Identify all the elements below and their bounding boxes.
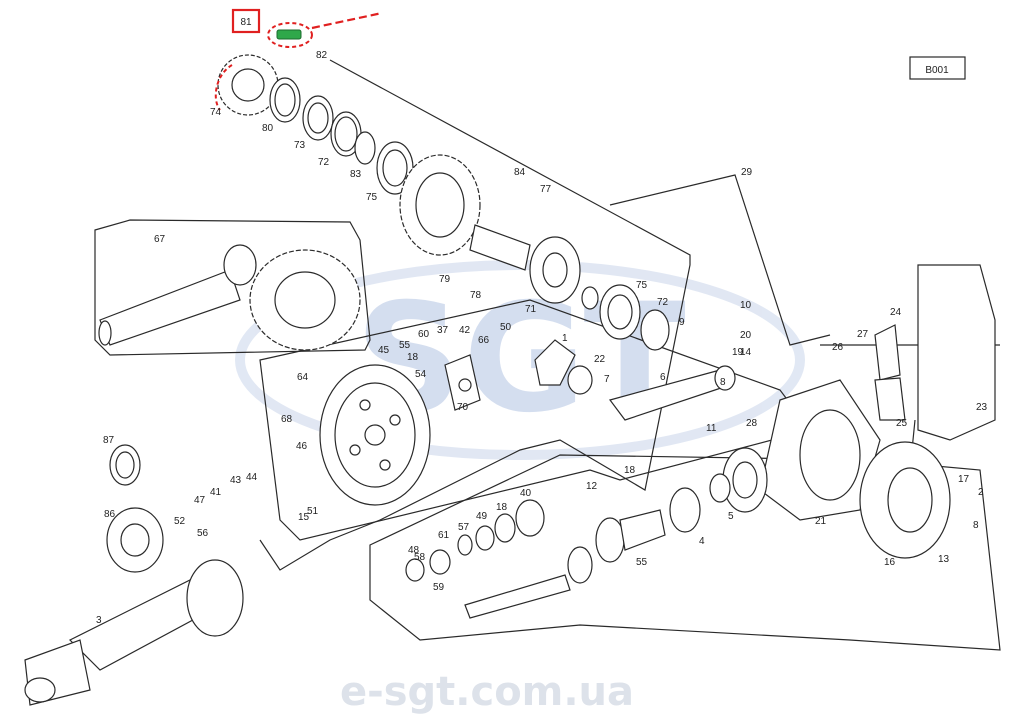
part-number-label: 37 <box>437 325 449 336</box>
diagram-code: B001 <box>925 65 949 76</box>
part-number-label: 78 <box>470 290 482 301</box>
top-gear-stack <box>217 54 670 351</box>
part-number-label: 21 <box>815 516 827 527</box>
part-number-label: 82 <box>316 50 328 61</box>
part-number-label: 57 <box>458 522 470 533</box>
part-number-label: 17 <box>958 474 970 485</box>
part-number-label: 55 <box>636 557 648 568</box>
part-number-label: 83 <box>350 169 362 180</box>
plate-23 <box>917 264 996 441</box>
brackets-24-25 <box>874 324 906 421</box>
part-number-label: 16 <box>884 557 896 568</box>
part-number-label: 1 <box>562 333 568 344</box>
part-number-label: 75 <box>636 280 648 291</box>
part-number-label: 19 <box>732 347 744 358</box>
part-number-label: 48 <box>408 545 420 556</box>
part-number-label: 22 <box>594 354 606 365</box>
part-number-label: 56 <box>197 528 209 539</box>
watermark-url: e-sgt.com.ua <box>340 669 634 715</box>
part-number-label: 60 <box>418 329 430 340</box>
part-number-label: 52 <box>174 516 186 527</box>
part-number-label: 6 <box>660 372 666 383</box>
part-number-label: 13 <box>938 554 950 565</box>
part-number-label: 87 <box>103 435 115 446</box>
part-labels: 8274807372837584772967797871757291020191… <box>0 0 988 626</box>
hub-86 <box>106 444 164 573</box>
part-number-label: 8 <box>720 377 726 388</box>
part-number-label: 10 <box>740 300 752 311</box>
pto-shaft-85 <box>24 559 244 706</box>
part-number-label: 66 <box>478 335 490 346</box>
part-number-label: 55 <box>399 340 411 351</box>
highlight-label-box <box>231 8 261 34</box>
part-number-label: 74 <box>210 107 222 118</box>
part-number-label: 58 <box>414 552 426 563</box>
part-number-label: 61 <box>438 530 450 541</box>
part-number-label: 12 <box>586 481 598 492</box>
part-number-label: 71 <box>525 304 537 315</box>
part-number-label: 49 <box>476 511 488 522</box>
part-number-label: 3 <box>96 615 102 626</box>
part-number-label: 40 <box>520 488 532 499</box>
part-number-label: 23 <box>976 402 988 413</box>
part-number-label: 26 <box>832 342 844 353</box>
part-number-label: 73 <box>294 140 306 151</box>
part-number-label: 5 <box>728 511 734 522</box>
part-number-label: 64 <box>297 372 309 383</box>
part-number-label: 68 <box>281 414 293 425</box>
crown-pinion-67 <box>98 244 361 351</box>
part-number-label: 18 <box>624 465 636 476</box>
part-number-label: 25 <box>896 418 908 429</box>
part-number-label: 45 <box>378 345 390 356</box>
part-number-label: 24 <box>890 307 902 318</box>
part-number-label: 86 <box>104 509 116 520</box>
part-number-label: 7 <box>604 374 610 385</box>
part-number-label: 51 <box>307 506 319 517</box>
part-number-label: 28 <box>746 418 758 429</box>
part-number-label: 15 <box>298 512 310 523</box>
part-number-label: 72 <box>318 157 330 168</box>
part-number-label: 20 <box>740 330 752 341</box>
part-number-label: 47 <box>194 495 206 506</box>
part-number-label: 41 <box>210 487 222 498</box>
part-number-label: 18 <box>407 352 419 363</box>
highlight-marker: 81 <box>214 8 383 111</box>
mechanism-parts <box>444 339 736 421</box>
part-number-label: 59 <box>433 582 445 593</box>
part-number-label: 44 <box>246 472 258 483</box>
gear-housing-2 <box>709 379 881 521</box>
highlight-label: 81 <box>240 17 252 28</box>
part-number-label: 84 <box>514 167 526 178</box>
part-number-label: 50 <box>500 322 512 333</box>
part-number-label: 11 <box>706 423 717 434</box>
part-number-label: 2 <box>978 487 984 498</box>
part-number-label: 18 <box>496 502 508 513</box>
output-shaft-group <box>405 487 701 619</box>
part-number-label: 85 <box>0 0 12 3</box>
part-number-label: 4 <box>699 536 705 547</box>
part-number-label: 14 <box>740 347 752 358</box>
part-number-label: 79 <box>439 274 451 285</box>
part-number-label: 70 <box>457 402 469 413</box>
part-number-label: 77 <box>540 184 552 195</box>
diagram-code-box <box>909 56 966 80</box>
part-number-label: 42 <box>459 325 471 336</box>
part-number-label: 8 <box>973 520 979 531</box>
part-number-label: 9 <box>679 317 685 328</box>
part-number-label: 67 <box>154 234 166 245</box>
part-number-label: 54 <box>415 369 427 380</box>
part-number-label: 80 <box>262 123 274 134</box>
part-number-label: 29 <box>741 167 753 178</box>
part-number-label: 27 <box>857 329 869 340</box>
part-number-label: 43 <box>230 475 242 486</box>
part-number-label: 46 <box>296 441 308 452</box>
part-number-label: 72 <box>657 297 669 308</box>
part-number-label: 75 <box>366 192 378 203</box>
cover-3 <box>859 441 951 559</box>
pulley-45 <box>319 364 431 506</box>
